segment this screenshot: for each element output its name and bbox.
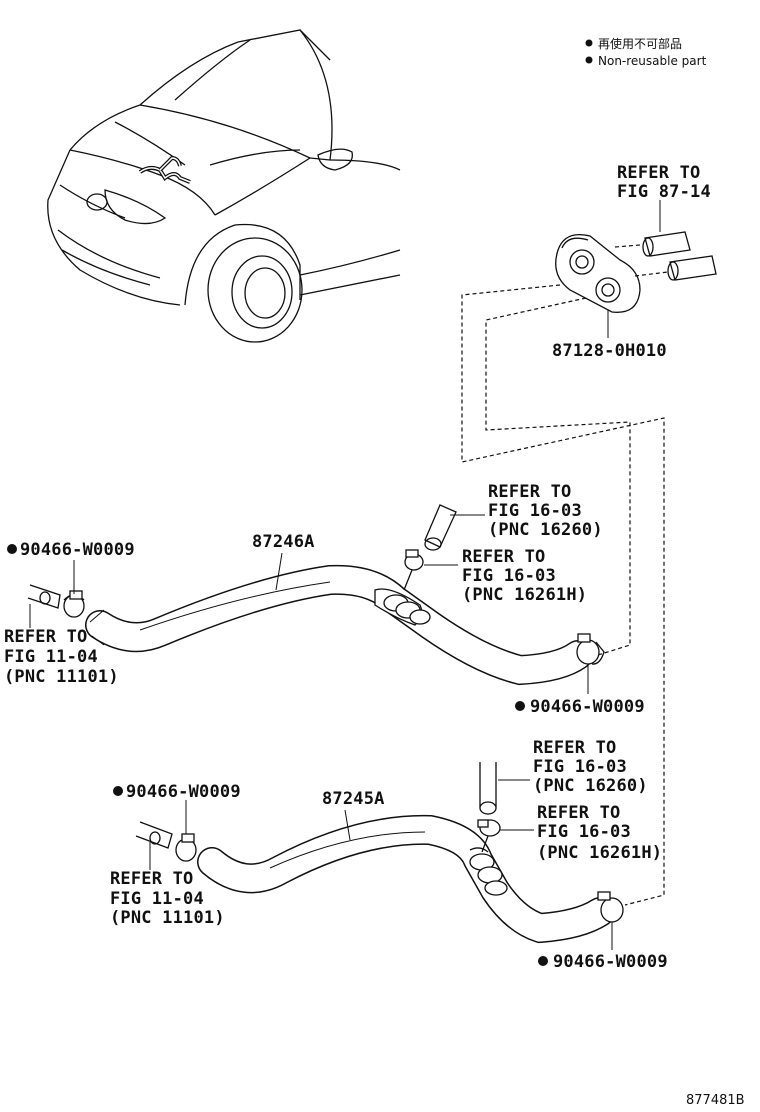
label-clamp-lower-left: 90466-W0009 xyxy=(126,782,241,802)
pipe-lower-left xyxy=(135,821,173,849)
nonreusable-bullet-2 xyxy=(515,701,525,711)
label-refer-11-04-upper-1: REFER TO xyxy=(4,627,87,647)
label-refer-16-03-b-1: REFER TO xyxy=(462,547,545,567)
label-refer-87-14-line2: FIG 87-14 xyxy=(617,182,711,202)
label-refer-16-03-d-2: FIG 16-03 xyxy=(537,822,631,842)
nonreusable-bullet-3 xyxy=(113,786,123,796)
car-illustration xyxy=(47,29,401,343)
label-clamp-upper-right: 90466-W0009 xyxy=(530,697,645,717)
label-refer-11-04-lower-3: (PNC 11101) xyxy=(110,908,225,928)
pipe-upper-left xyxy=(27,584,61,609)
clamp-lower-left xyxy=(175,833,197,862)
label-refer-16-03-d-3: (PNC 16261H) xyxy=(537,843,662,863)
clamp-lower-small xyxy=(477,819,501,853)
dashed-route-outer xyxy=(461,284,665,906)
leader-pipe-a xyxy=(614,244,641,248)
hose-87245A xyxy=(197,814,615,944)
label-refer-16-03-a-1: REFER TO xyxy=(488,482,571,502)
clamp-lower-right xyxy=(597,891,624,923)
fitting-lower-junction xyxy=(469,847,508,896)
label-refer-11-04-lower-1: REFER TO xyxy=(110,869,193,889)
fitting-upper-junction xyxy=(374,588,431,626)
hose-route-marker xyxy=(138,155,191,184)
label-refer-11-04-upper-3: (PNC 11101) xyxy=(4,667,119,687)
leader-pipe-b xyxy=(634,271,669,277)
legend: 再使用不可部品 Non-reusable part xyxy=(585,36,707,68)
nonreusable-bullet-1 xyxy=(7,544,17,554)
label-refer-16-03-d-1: REFER TO xyxy=(537,803,620,823)
heater-water-valve-plate xyxy=(555,231,717,313)
label-refer-16-03-c-3: (PNC 16260) xyxy=(533,776,648,796)
pipe-lower-top xyxy=(479,762,497,815)
dashed-route-inner xyxy=(485,297,631,656)
label-refer-87-14-line1: REFER TO xyxy=(617,163,700,183)
nonreusable-bullet-4 xyxy=(538,956,548,966)
legend-bullet-2 xyxy=(585,56,593,64)
legend-jp: 再使用不可部品 xyxy=(598,36,682,51)
label-hose-87246A: 87246A xyxy=(252,532,315,552)
label-refer-16-03-a-2: FIG 16-03 xyxy=(488,501,582,521)
leader-87245A xyxy=(344,809,351,841)
label-refer-16-03-b-3: (PNC 16261H) xyxy=(462,585,587,605)
label-refer-11-04-lower-2: FIG 11-04 xyxy=(110,889,204,909)
clamp-upper-right xyxy=(576,633,605,665)
leader-87246A xyxy=(275,552,283,591)
label-refer-16-03-b-2: FIG 16-03 xyxy=(462,566,556,586)
legend-en: Non-reusable part xyxy=(598,54,707,68)
hose-87246A xyxy=(85,564,593,686)
label-clamp-lower-right: 90466-W0009 xyxy=(553,952,668,972)
label-refer-16-03-a-3: (PNC 16260) xyxy=(488,520,603,540)
pipe-upper-top xyxy=(424,504,457,551)
label-part-87128: 87128-0H010 xyxy=(552,341,667,361)
legend-bullet-1 xyxy=(585,39,593,47)
label-hose-87245A: 87245A xyxy=(322,789,385,809)
label-refer-11-04-upper-2: FIG 11-04 xyxy=(4,647,98,667)
label-refer-16-03-c-2: FIG 16-03 xyxy=(533,757,627,777)
illustration-id: 877481B xyxy=(686,1093,745,1108)
clamp-upper-left xyxy=(63,590,85,618)
label-refer-16-03-c-1: REFER TO xyxy=(533,738,616,758)
clamp-upper-small xyxy=(403,549,424,591)
label-clamp-upper-left: 90466-W0009 xyxy=(20,540,135,560)
